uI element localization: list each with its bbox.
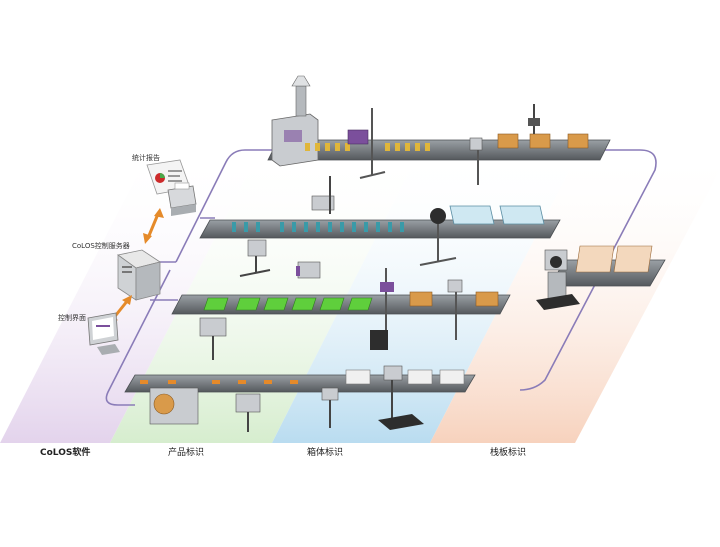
third-line-cartons — [409, 279, 499, 340]
colos-server-label: CoLOS控制服务器 — [72, 242, 130, 250]
stats-report-label: 统计报告 — [132, 154, 160, 162]
zone-label-software: CoLOS软件 — [40, 448, 91, 458]
server-icon — [117, 249, 161, 301]
network-loop-line — [245, 149, 657, 391]
shrink-packs — [419, 205, 545, 266]
second-line-printer — [239, 176, 335, 277]
third-line-machines — [199, 261, 394, 360]
printer-icon — [167, 182, 197, 216]
network-left-line — [105, 149, 246, 406]
zone-label-product: 产品标识 — [168, 448, 205, 458]
second-line-bottles — [232, 222, 404, 232]
filling-machine — [271, 75, 319, 167]
zone-label-pallet: 栈板标识 — [490, 448, 527, 458]
top-line-cartons — [469, 104, 589, 185]
arrow-report-server — [143, 208, 164, 244]
labeler-icon — [347, 108, 386, 179]
bottom-line-boxes — [345, 365, 465, 430]
pallet-boxes — [536, 245, 653, 310]
network-branch-lines — [150, 217, 215, 301]
zone-pallet-band — [430, 150, 720, 443]
zone-label-case: 箱体标识 — [307, 448, 344, 458]
third-line-trays — [203, 297, 373, 311]
monitor-icon — [87, 312, 120, 355]
control-ui-label: 控制界面 — [58, 314, 86, 322]
top-line-products — [305, 143, 430, 151]
bottom-line-products — [140, 380, 298, 384]
bottom-line-machines — [149, 387, 339, 432]
